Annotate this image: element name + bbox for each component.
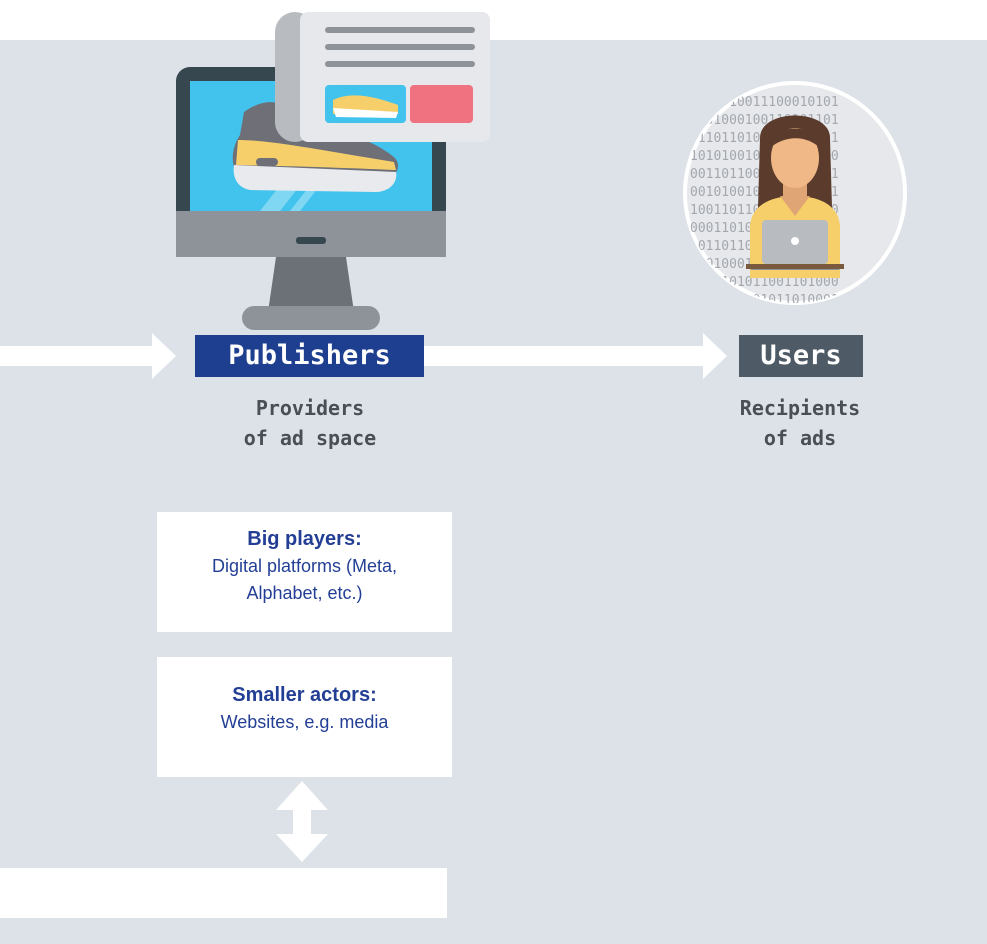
svg-text:0100010011100010101: 0100010011100010101 [690,95,839,110]
publishers-label: Publishers [195,335,424,377]
publishers-to-users-arrow [424,333,727,379]
ad-document [275,12,490,142]
incoming-arrow [0,333,176,379]
bottom-box [0,868,447,918]
computer-monitor-with-ad-icon [176,12,490,330]
double-vertical-arrow [276,781,328,862]
big-players-body: Digital platforms (Meta, Alphabet, etc.) [211,556,398,603]
publishers-description: Providers of ad space [243,396,377,450]
svg-text:0010101101011010001: 0010101101011010001 [690,293,839,308]
big-players-heading: Big players: [247,528,362,550]
smaller-actors-heading: Smaller actors: [232,684,377,706]
users-description: Recipients of ads [739,396,861,450]
user-with-laptop-binary-icon: 0100010011100010101 1101000100110101101 … [683,81,907,308]
users-label: Users [739,335,863,377]
big-players-card: Big players: Digital platforms (Meta, Al… [157,512,452,632]
smaller-actors-card: Smaller actors: Websites, e.g. media [157,657,452,777]
smaller-actors-body: Websites, e.g. media [220,712,389,732]
